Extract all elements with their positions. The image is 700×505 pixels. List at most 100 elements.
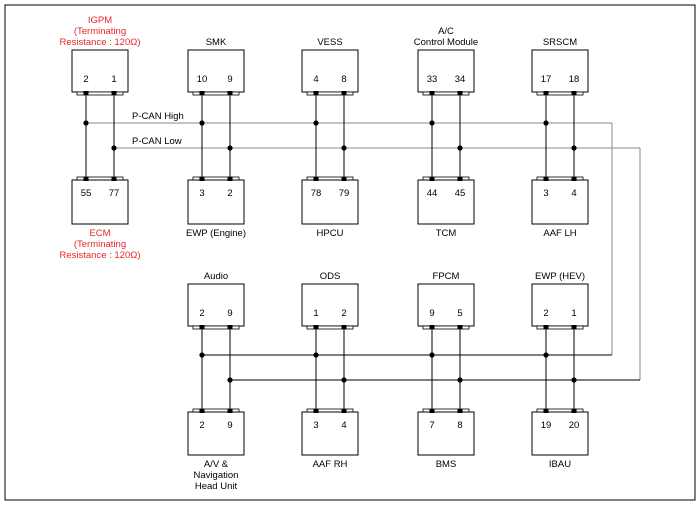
tcm-pin-terminal <box>429 177 435 181</box>
av-nav-title-line: A/V & <box>204 459 229 470</box>
srscm-pin-terminal <box>543 91 549 95</box>
av-nav-title-line: Navigation <box>194 470 239 481</box>
bus-junction <box>111 145 117 151</box>
ecm-title-line: (Terminating <box>74 239 126 250</box>
bus-junction <box>571 377 577 383</box>
aaf-rh-title-line: AAF RH <box>313 459 348 470</box>
fpcm-pin-terminal <box>457 325 463 329</box>
bus-junction <box>571 145 577 151</box>
audio-pin-terminal <box>199 325 205 329</box>
hpcu-pin-label: 78 <box>311 188 322 199</box>
ewp-hev-connector <box>536 325 584 330</box>
bus-junction <box>341 145 347 151</box>
igpm-title-line: (Terminating <box>74 26 126 37</box>
ibau-box <box>531 411 589 456</box>
module-vess: VESS 4 8 <box>301 37 359 96</box>
ewp-engine-pin-label: 3 <box>199 188 204 199</box>
fpcm-title-line: FPCM <box>433 271 460 282</box>
bus-junction <box>341 377 347 383</box>
hpcu-pin-label: 79 <box>339 188 350 199</box>
vess-title-line: VESS <box>317 37 342 48</box>
bus-junction <box>457 145 463 151</box>
bus-junction <box>199 352 205 358</box>
ods-pin-terminal <box>341 325 347 329</box>
vess-pin-label: 8 <box>341 74 346 85</box>
ewp-engine-pin-label: 2 <box>227 188 232 199</box>
smk-pin-label: 9 <box>227 74 232 85</box>
srscm-pin-label: 17 <box>541 74 552 85</box>
tcm-pin-terminal <box>457 177 463 181</box>
bms-title-line: BMS <box>436 459 457 470</box>
ods-pin-label: 1 <box>313 308 318 319</box>
audio-pin-label: 2 <box>199 308 204 319</box>
bus-junction <box>313 120 319 126</box>
ewp-hev-pin-terminal <box>543 325 549 329</box>
smk-title-line: SMK <box>206 37 227 48</box>
p-can-high-label: P-CAN High <box>132 111 184 122</box>
aaf-lh-title-line: AAF LH <box>543 228 576 239</box>
aaf-lh-pin-terminal <box>571 177 577 181</box>
hpcu-box <box>301 179 359 225</box>
bus-junction <box>429 120 435 126</box>
bus-junction <box>429 352 435 358</box>
ecm-pin-terminal <box>111 177 117 181</box>
ewp-hev-title-line: EWP (HEV) <box>535 271 585 282</box>
ewp-hev-box <box>531 283 589 327</box>
smk-pin-label: 10 <box>197 74 208 85</box>
smk-pin-terminal <box>199 91 205 95</box>
ewp-hev-pin-label: 1 <box>571 308 576 319</box>
module-smk: SMK 10 9 <box>187 37 245 96</box>
fpcm-pin-terminal <box>429 325 435 329</box>
ibau-pin-label: 19 <box>541 420 552 431</box>
bus-junction <box>199 120 205 126</box>
aaf-rh-pin-label: 3 <box>313 420 318 431</box>
ac-pin-terminal <box>457 91 463 95</box>
srscm-connector <box>536 91 584 96</box>
av-nav-title-line: Head Unit <box>195 481 238 492</box>
igpm-box <box>71 49 129 93</box>
aaf-lh-box <box>531 179 589 225</box>
audio-pin-terminal <box>227 325 233 329</box>
ewp-hev-pin-terminal <box>571 325 577 329</box>
bus-junction <box>543 120 549 126</box>
aaf-rh-pin-terminal <box>341 409 347 413</box>
ecm-pin-label: 55 <box>81 188 92 199</box>
av-nav-pin-terminal <box>199 409 205 413</box>
ods-pin-label: 2 <box>341 308 346 319</box>
ewp-engine-title-line: EWP (Engine) <box>186 228 246 239</box>
hpcu-pin-terminal <box>341 177 347 181</box>
ecm-box <box>71 179 129 225</box>
aaf-rh-pin-terminal <box>313 409 319 413</box>
bus-junction <box>543 352 549 358</box>
tcm-box <box>417 179 475 225</box>
ewp-engine-pin-terminal <box>227 177 233 181</box>
vess-pin-terminal <box>341 91 347 95</box>
bms-pin-label: 8 <box>457 420 462 431</box>
audio-title-line: Audio <box>204 271 228 282</box>
ods-connector <box>306 325 354 330</box>
av-nav-pin-terminal <box>227 409 233 413</box>
ac-box <box>417 49 475 93</box>
av-nav-pin-label: 9 <box>227 420 232 431</box>
ods-box <box>301 283 359 327</box>
fpcm-box <box>417 283 475 327</box>
srscm-pin-label: 18 <box>569 74 580 85</box>
fpcm-pin-label: 9 <box>429 308 434 319</box>
vess-connector <box>306 91 354 96</box>
igpm-pin-terminal <box>83 91 89 95</box>
ewp-engine-box <box>187 179 245 225</box>
aaf-lh-pin-terminal <box>543 177 549 181</box>
vess-pin-label: 4 <box>313 74 318 85</box>
bus-junction <box>457 377 463 383</box>
av-nav-pin-label: 2 <box>199 420 204 431</box>
bms-pin-terminal <box>429 409 435 413</box>
